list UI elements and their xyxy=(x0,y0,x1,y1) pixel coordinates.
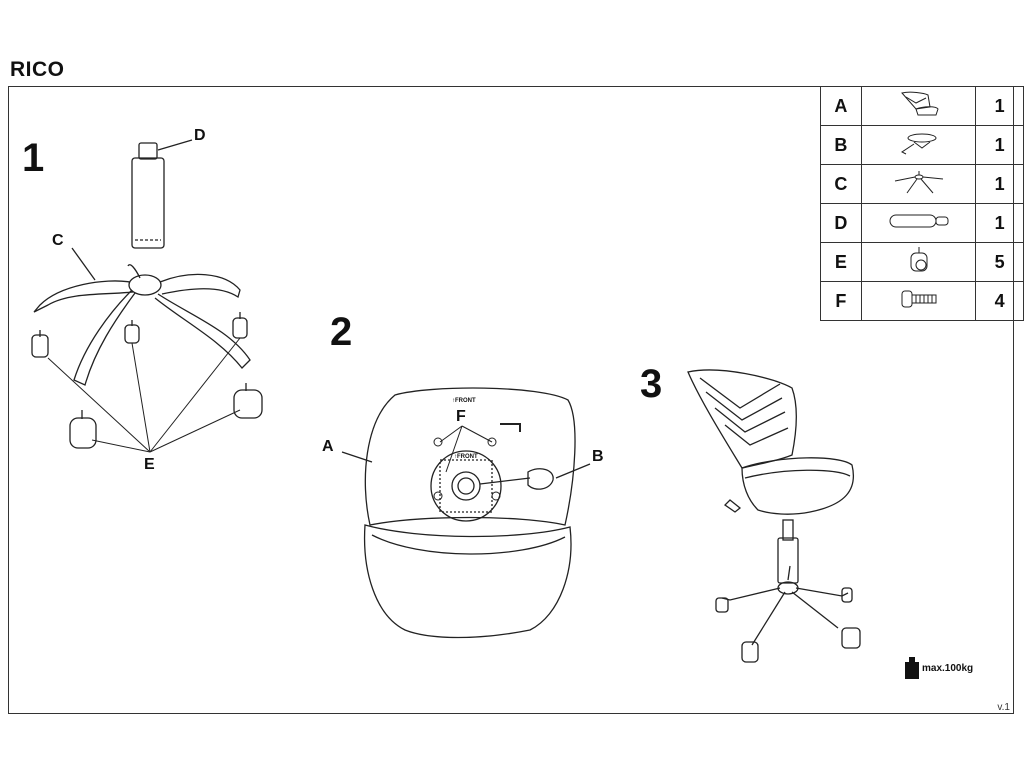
label-f: F xyxy=(456,408,466,425)
step-number-2: 2 xyxy=(330,310,353,354)
part-qty: 1 xyxy=(975,86,1024,126)
seat-icon xyxy=(860,86,977,126)
caster-icon xyxy=(860,242,977,282)
parts-row: B 1 xyxy=(820,125,1024,165)
star-base-icon xyxy=(860,164,977,204)
leader-c xyxy=(71,247,96,281)
part-letter: A xyxy=(820,86,862,126)
parts-row: E 5 xyxy=(820,242,1024,282)
leader-b xyxy=(555,463,591,479)
casters-step1 xyxy=(31,312,263,449)
front-marker: ↑FRONT xyxy=(452,398,476,404)
mechanism-icon xyxy=(860,125,977,165)
label-b: B xyxy=(592,448,604,465)
seat-underside-drawing xyxy=(363,387,576,639)
gas-lift-drawing xyxy=(131,142,165,249)
part-qty: 1 xyxy=(975,203,1024,243)
part-qty: 5 xyxy=(975,242,1024,282)
instruction-frame xyxy=(8,86,1014,714)
part-letter: C xyxy=(820,164,862,204)
leader-d xyxy=(157,139,193,151)
part-letter: D xyxy=(820,203,862,243)
leader-e xyxy=(47,337,241,453)
weight-icon xyxy=(905,657,919,679)
product-title: RICO xyxy=(10,58,65,81)
part-qty: 1 xyxy=(975,164,1024,204)
parts-row: C 1 xyxy=(820,164,1024,204)
leader-f xyxy=(439,425,493,473)
version-label: v.1 xyxy=(997,702,1010,713)
bolts-step2 xyxy=(433,437,501,501)
part-qty: 4 xyxy=(975,281,1024,321)
label-e: E xyxy=(144,456,155,473)
step-number-1: 1 xyxy=(22,136,45,180)
max-load-indicator: max.100kg xyxy=(904,656,973,680)
label-c: C xyxy=(52,232,64,249)
parts-row: D 1 xyxy=(820,203,1024,243)
part-letter: E xyxy=(820,242,862,282)
leader-a xyxy=(341,451,373,463)
label-d: D xyxy=(194,127,206,144)
label-a: A xyxy=(322,438,334,455)
mechanism-lever xyxy=(479,468,554,490)
parts-table: A 1 B 1 C 1 D 1 E 5 F 4 xyxy=(820,86,1024,321)
parts-row: A 1 xyxy=(820,86,1024,126)
max-load-text: max.100kg xyxy=(922,662,974,674)
hex-key-icon xyxy=(500,423,521,432)
front-plate-marker: ↑FRONT xyxy=(454,454,478,460)
star-base-drawing xyxy=(33,264,251,386)
parts-row: F 4 xyxy=(820,281,1024,321)
step-number-3: 3 xyxy=(640,362,663,406)
bolt-icon xyxy=(860,281,977,321)
part-letter: F xyxy=(820,281,862,321)
part-qty: 1 xyxy=(975,125,1024,165)
gas-lift-icon xyxy=(860,203,977,243)
part-letter: B xyxy=(820,125,862,165)
assembled-chair-drawing xyxy=(687,369,861,663)
